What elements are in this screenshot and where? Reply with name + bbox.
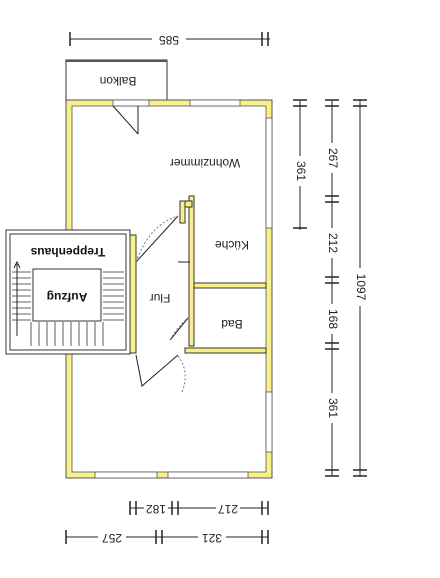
door-swings xyxy=(135,215,190,393)
room-label-living: Wohnzimmer xyxy=(170,156,240,170)
stair-arrow xyxy=(13,260,21,336)
dim-inner-right-1: 361 xyxy=(294,161,308,181)
balcony-door xyxy=(112,105,139,135)
stair-treads xyxy=(12,271,124,346)
dim-bottom-1b: 182 xyxy=(146,502,166,516)
dim-bottom-1a: 217 xyxy=(218,502,238,516)
balcony: Balkon xyxy=(65,59,168,103)
dimension-right-segments: 267 212 168 361 xyxy=(324,99,340,477)
dimension-bottom-2: 257 321 xyxy=(65,529,269,545)
dim-right-2: 212 xyxy=(326,233,340,253)
room-label-kitchen: Küche xyxy=(215,238,249,252)
windows xyxy=(94,99,273,479)
dim-right-3: 168 xyxy=(326,309,340,329)
dim-right-4: 361 xyxy=(326,398,340,418)
label-stairs: Treppenhaus xyxy=(30,245,105,259)
dim-bottom-2a: 321 xyxy=(202,531,222,545)
staircase: Treppenhaus Aufzug xyxy=(5,229,131,355)
room-label-hall: Flur xyxy=(150,291,171,305)
dim-top-width: 585 xyxy=(159,33,179,47)
room-label-bath: Bad xyxy=(221,317,242,331)
dim-right-1: 267 xyxy=(326,148,340,168)
dimension-bottom-1: 182 217 xyxy=(129,500,269,516)
dim-bottom-2b: 257 xyxy=(102,531,122,545)
room-label-balcony: Balkon xyxy=(100,74,137,88)
dimension-top: 585 xyxy=(69,31,270,47)
dimension-inner-right: 361 xyxy=(292,99,308,230)
label-elevator: Aufzug xyxy=(47,290,88,304)
dim-right-total: 1097 xyxy=(354,274,368,301)
dimension-right-total: 1097 xyxy=(352,99,368,477)
